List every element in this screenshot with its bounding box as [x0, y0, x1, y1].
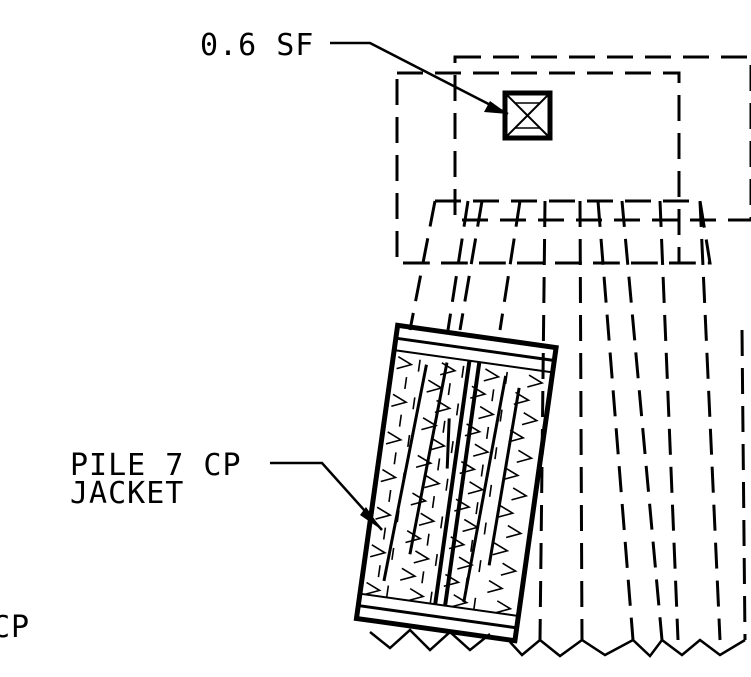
- hatch-mark: [429, 437, 447, 451]
- jacket-grain-stroke: [445, 418, 451, 469]
- hatch-mark: [385, 431, 403, 445]
- hatch-mark: [391, 393, 409, 408]
- hatch-mark: [478, 405, 496, 420]
- hatch-mark: [503, 466, 520, 481]
- hatch-mark: [483, 368, 501, 382]
- area-leader-line: [330, 41, 509, 116]
- hatch-mark: [487, 579, 505, 594]
- hatch-mark: [424, 475, 442, 489]
- hatch-mark: [467, 481, 485, 495]
- hatch-mark: [413, 550, 431, 564]
- hatch-mark: [388, 489, 392, 502]
- hatch-mark: [417, 359, 421, 372]
- hatch-mark: [494, 447, 498, 460]
- hatch-mark: [470, 539, 474, 552]
- pile-cap-outline: [395, 71, 681, 265]
- hatch-mark: [473, 597, 477, 610]
- hatch-mark: [445, 478, 449, 491]
- hatch-mark: [480, 464, 484, 477]
- hatch-mark: [431, 495, 436, 509]
- hatch-mark: [429, 591, 433, 604]
- hatch-mark: [483, 522, 487, 535]
- hatch-mark: [508, 429, 526, 443]
- pile-label-line2: JACKET: [70, 476, 184, 511]
- hatch-mark: [527, 374, 545, 388]
- hatch-mark: [459, 460, 477, 475]
- pile-leader-line: [270, 461, 383, 531]
- hatch-mark: [437, 458, 441, 471]
- jacket-grain-stroke: [408, 362, 449, 555]
- hatch-mark: [391, 547, 395, 560]
- hatch-mark: [434, 399, 452, 414]
- hatch-mark: [410, 492, 428, 506]
- hatch-mark: [400, 567, 417, 581]
- hatch-mark: [451, 594, 469, 608]
- hatch-mark: [443, 573, 461, 588]
- hatch-mark: [408, 587, 426, 602]
- hatch-mark: [478, 560, 482, 573]
- hatch-mark: [440, 516, 444, 529]
- hatch-mark: [369, 544, 387, 558]
- hatch-mark: [464, 423, 482, 437]
- hatch-mark: [442, 420, 446, 433]
- hatch-mark: [421, 571, 425, 584]
- hatch-mark: [447, 383, 451, 396]
- upper-cap-outline: [453, 55, 751, 222]
- jacket-grain-stroke: [462, 375, 508, 603]
- pile-lines: [408, 200, 747, 641]
- pile-jacket: [353, 322, 559, 644]
- hatch-mark: [500, 562, 518, 576]
- jacket-grain-stroke: [382, 364, 428, 582]
- hatch-mark: [495, 600, 513, 614]
- hatch-mark: [434, 553, 438, 567]
- hatch-mark: [511, 487, 529, 501]
- hatch-mark: [505, 524, 523, 539]
- hatch-mark: [364, 581, 382, 596]
- hatch-mark: [393, 452, 397, 465]
- hatch-mark: [398, 414, 403, 427]
- area-symbol: [502, 90, 553, 141]
- jacket-grain-stroke: [487, 387, 521, 566]
- edge-label-fragment: CP: [0, 610, 30, 645]
- hatch-mark: [382, 527, 387, 540]
- pile-leader-arrow: [360, 507, 382, 530]
- hatch-mark: [450, 441, 454, 454]
- hatch-mark: [448, 536, 466, 550]
- hatch-mark: [475, 502, 479, 515]
- hatch-mark: [521, 412, 539, 426]
- hatch-mark: [377, 565, 381, 578]
- hatch-mark: [491, 389, 495, 402]
- hatch-mark: [455, 403, 460, 416]
- hatch-mark: [407, 434, 411, 448]
- hatch-mark: [375, 506, 393, 520]
- hatch-mark: [418, 512, 436, 527]
- hatch-mark: [380, 468, 398, 483]
- pile-label-line1: PILE 7 CP: [70, 448, 242, 483]
- hatch-mark: [513, 391, 531, 406]
- hatch-mark: [426, 533, 430, 546]
- break-lines: [369, 628, 746, 658]
- hatch-mark: [488, 484, 493, 497]
- hatch-mark: [454, 498, 472, 512]
- hatch-mark: [492, 542, 510, 556]
- hatch-mark: [485, 426, 490, 439]
- hatch-mark: [396, 356, 414, 370]
- hatch-mark: [415, 454, 433, 469]
- hatch-mark: [385, 585, 390, 598]
- hatch-mark: [412, 397, 416, 410]
- pile-top-band: [425, 199, 712, 265]
- hatch-mark: [497, 504, 515, 518]
- hatch-mark: [470, 385, 487, 399]
- hatch-mark: [405, 529, 423, 544]
- area-label: 0.6 SF: [200, 28, 314, 63]
- area-leader-arrow: [484, 101, 508, 114]
- hatch-mark: [461, 365, 465, 378]
- hatch-mark: [499, 409, 503, 422]
- hatch-mark: [404, 376, 408, 390]
- hatch-mark: [472, 443, 490, 457]
- hatch-mark: [516, 449, 534, 464]
